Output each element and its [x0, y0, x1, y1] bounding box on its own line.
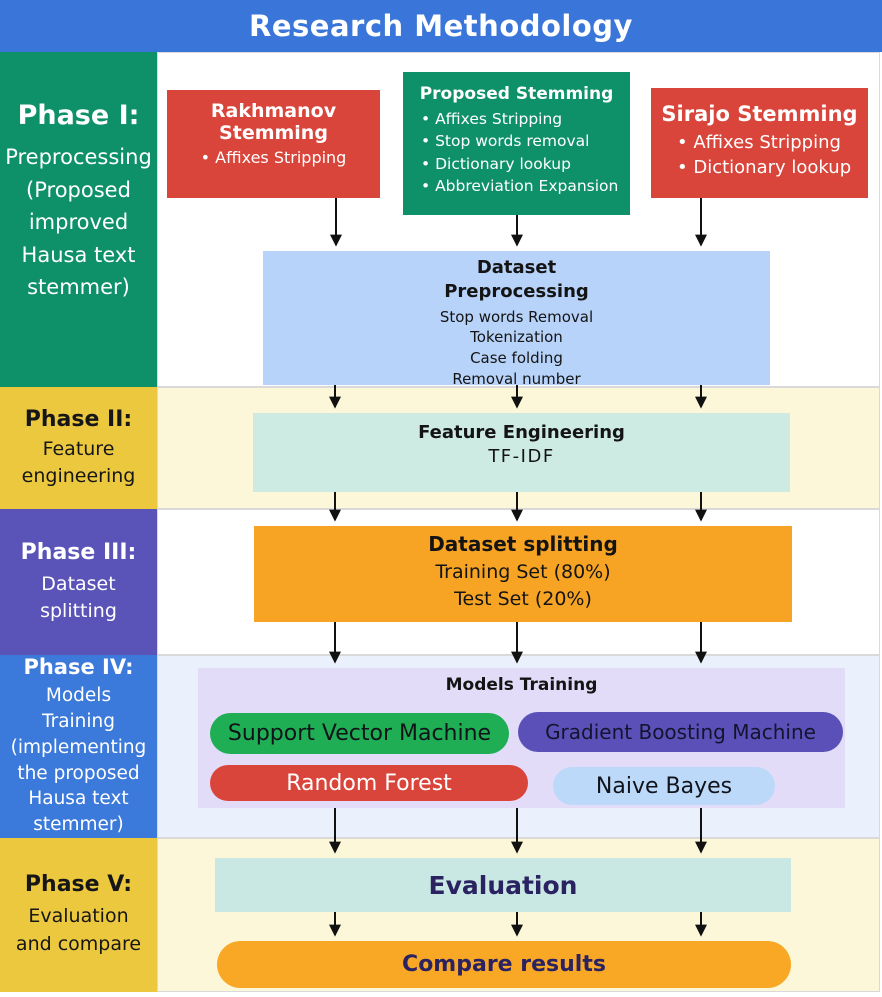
model-pill-naive-bayes: Naive Bayes — [553, 767, 775, 805]
sidebar-phase-5: Phase V: Evaluation and compare — [0, 838, 157, 992]
list-item: Affixes Stripping — [421, 108, 622, 130]
sirajo-stemming-box: Sirajo Stemming Affixes Stripping Dictio… — [651, 88, 868, 198]
compare-results-box: Compare results — [217, 941, 791, 988]
dataset-preprocessing-box: Dataset Preprocessing Stop words Removal… — [263, 251, 770, 388]
list-item: Stop words Removal — [439, 307, 594, 326]
dataset-preprocessing-title-line1: Dataset — [476, 257, 557, 278]
list-item: Affixes Stripping — [677, 130, 860, 155]
sidebar-phase-1: Phase I: Preprocessing (Proposed improve… — [0, 52, 157, 387]
list-item: Removal number — [452, 369, 581, 388]
phase-1-label: Phase I: — [17, 100, 140, 131]
rakhmanov-stemming-list: Affixes Stripping — [175, 148, 372, 167]
evaluation-title: Evaluation — [428, 870, 578, 900]
phase-5-label: Phase V: — [24, 871, 133, 897]
models-training-title: Models Training — [445, 675, 598, 695]
sirajo-stemming-title: Sirajo Stemming — [661, 102, 858, 126]
dataset-splitting-title: Dataset splitting — [428, 532, 618, 556]
sidebar-phase-2: Phase II: Feature engineering — [0, 387, 157, 509]
compare-results-title: Compare results — [402, 952, 606, 977]
rakhmanov-stemming-box: Rakhmanov Stemming Affixes Stripping — [167, 90, 380, 198]
training-set-line: Training Set (80%) — [435, 561, 611, 583]
phase-1-description: Preprocessing (Proposed improved Hausa t… — [5, 145, 152, 300]
dataset-preprocessing-title: Dataset Preprocessing — [263, 256, 770, 305]
phase-5-description: Evaluation and compare — [15, 904, 142, 955]
dataset-splitting-box: Dataset splitting Training Set (80%) Tes… — [254, 526, 792, 622]
phase-4-description: Models Training (implementing the propos… — [10, 684, 147, 836]
model-pill-gbm: Gradient Boosting Machine — [518, 712, 843, 752]
header-bar: Research Methodology — [0, 0, 882, 52]
rakhmanov-stemming-title: Rakhmanov Stemming — [210, 100, 337, 144]
sirajo-stemming-list: Affixes Stripping Dictionary lookup — [659, 130, 860, 180]
list-item: Abbreviation Expansion — [421, 175, 622, 197]
feature-engineering-title: Feature Engineering — [418, 422, 625, 443]
list-item: Case folding — [470, 348, 563, 367]
proposed-stemming-title: Proposed Stemming — [419, 84, 614, 104]
feature-engineering-box: Feature Engineering TF-IDF — [253, 413, 790, 492]
list-item: Stop words removal — [421, 130, 622, 152]
phase-2-label: Phase II: — [24, 406, 133, 432]
phase-3-label: Phase III: — [20, 539, 137, 565]
phase-3-description: Dataset splitting — [40, 572, 117, 622]
list-item: Affixes Stripping — [175, 148, 372, 167]
sidebar-phase-3: Phase III: Dataset splitting — [0, 509, 157, 655]
proposed-stemming-list: Affixes Stripping Stop words removal Dic… — [411, 108, 622, 198]
list-item: Dictionary lookup — [677, 155, 860, 180]
page-title: Research Methodology — [249, 9, 633, 43]
dataset-preprocessing-title-line2: Preprocessing — [444, 281, 589, 303]
feature-engineering-method: TF-IDF — [488, 446, 555, 467]
phase-4-label: Phase IV: — [23, 654, 134, 679]
evaluation-box: Evaluation — [215, 858, 791, 912]
list-item: Dictionary lookup — [421, 153, 622, 175]
sidebar-phase-4: Phase IV: Models Training (implementing … — [0, 655, 157, 838]
model-pill-svm: Support Vector Machine — [210, 713, 509, 754]
models-training-box: Models Training Support Vector Machine G… — [198, 668, 845, 808]
test-set-line: Test Set (20%) — [454, 588, 592, 610]
model-pill-random-forest: Random Forest — [210, 765, 528, 801]
dataset-preprocessing-items: Stop words Removal Tokenization Case fol… — [263, 307, 770, 390]
list-item: Tokenization — [470, 328, 563, 347]
phase-2-description: Feature engineering — [21, 437, 136, 487]
proposed-stemming-box: Proposed Stemming Affixes Stripping Stop… — [403, 72, 630, 215]
